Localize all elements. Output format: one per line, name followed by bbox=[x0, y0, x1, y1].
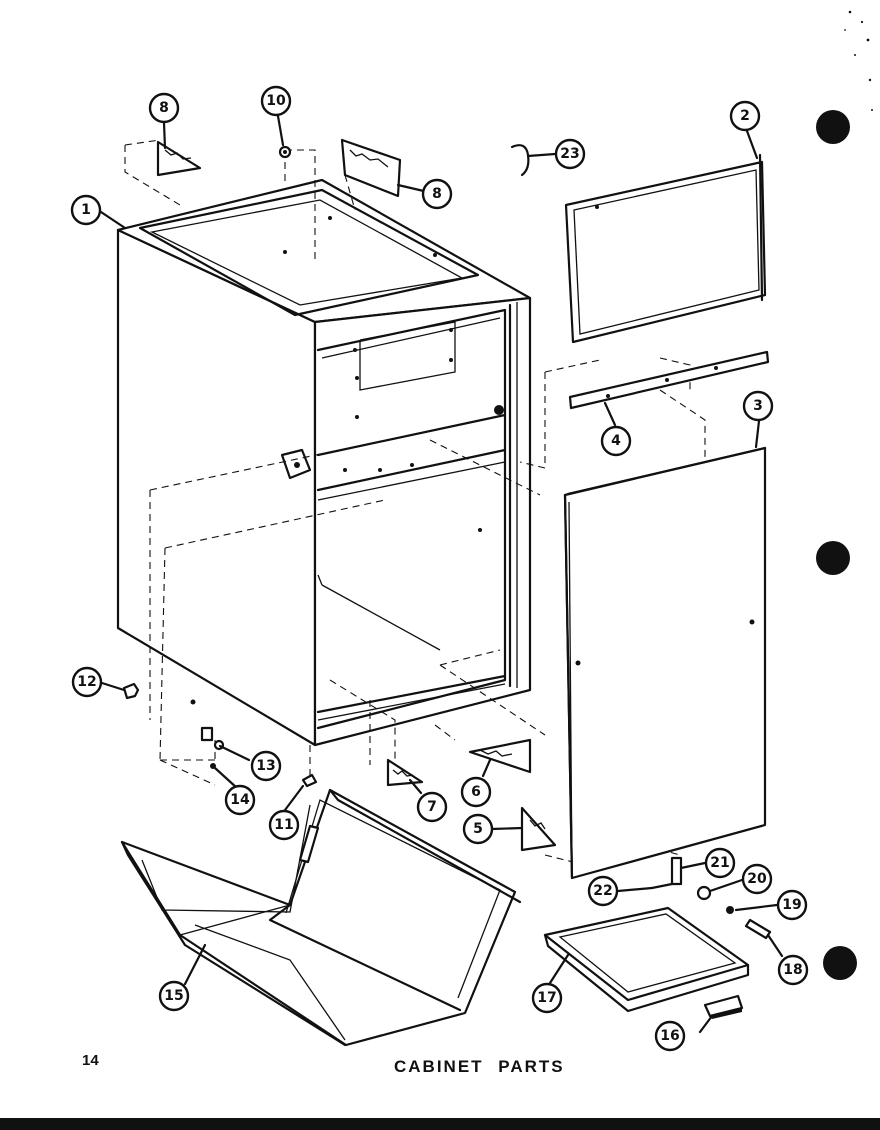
callout-5: 5 bbox=[462, 813, 494, 845]
svg-text:2: 2 bbox=[740, 108, 750, 124]
top-access-panel bbox=[564, 153, 767, 344]
svg-text:21: 21 bbox=[710, 855, 729, 871]
svg-text:14: 14 bbox=[230, 792, 250, 808]
callout-22: 22 bbox=[587, 875, 619, 907]
callout-23: 23 bbox=[554, 138, 586, 170]
svg-text:18: 18 bbox=[783, 962, 802, 978]
center-rail bbox=[568, 350, 770, 410]
bracket-top-left bbox=[156, 140, 202, 177]
page-number: 14 bbox=[82, 1052, 99, 1069]
svg-text:19: 19 bbox=[782, 897, 801, 913]
bracket-7 bbox=[386, 758, 424, 787]
svg-text:3: 3 bbox=[753, 398, 763, 414]
callout-18: 18 bbox=[777, 954, 809, 986]
callout-11: 11 bbox=[268, 809, 300, 841]
svg-text:6: 6 bbox=[471, 784, 481, 800]
svg-text:17: 17 bbox=[537, 990, 556, 1006]
svg-text:7: 7 bbox=[427, 799, 437, 815]
callout-12: 12 bbox=[71, 666, 103, 698]
small-hardware bbox=[122, 682, 318, 788]
svg-text:15: 15 bbox=[164, 988, 183, 1004]
svg-text:5: 5 bbox=[473, 821, 483, 837]
svg-text:10: 10 bbox=[266, 93, 286, 109]
callout-8-top: 8 bbox=[421, 178, 453, 210]
binder-holes bbox=[816, 110, 857, 980]
callout-17: 17 bbox=[531, 982, 563, 1014]
callout-6: 6 bbox=[460, 776, 492, 808]
bracket-16 bbox=[703, 994, 744, 1019]
clip-23 bbox=[510, 144, 530, 177]
filter bbox=[543, 906, 750, 1013]
svg-text:23: 23 bbox=[560, 146, 579, 162]
callout-19: 19 bbox=[776, 889, 808, 921]
callout-8-top-left: 8 bbox=[148, 92, 180, 124]
latch-hardware bbox=[650, 856, 772, 940]
svg-text:13: 13 bbox=[256, 758, 275, 774]
svg-text:8: 8 bbox=[432, 186, 442, 202]
callouts: 1 2 3 4 5 6 7 8 8 10 11 12 13 14 15 16 1… bbox=[70, 85, 809, 1052]
svg-text:8: 8 bbox=[159, 100, 169, 116]
figure-caption: CABINET PARTS bbox=[394, 1057, 565, 1076]
svg-text:1: 1 bbox=[81, 202, 91, 218]
svg-text:11: 11 bbox=[274, 817, 293, 833]
svg-text:16: 16 bbox=[660, 1028, 679, 1044]
assembly-lines bbox=[124, 139, 706, 866]
callout-7: 7 bbox=[416, 791, 448, 823]
grommet-10 bbox=[278, 145, 292, 159]
svg-text:4: 4 bbox=[611, 433, 621, 449]
callout-20: 20 bbox=[741, 863, 773, 895]
base-frame bbox=[120, 788, 522, 1047]
bracket-5 bbox=[520, 806, 557, 852]
callout-1: 1 bbox=[70, 194, 102, 226]
callout-3: 3 bbox=[742, 390, 774, 422]
callout-10: 10 bbox=[260, 85, 292, 117]
callout-4: 4 bbox=[600, 425, 632, 457]
callout-15: 15 bbox=[158, 980, 190, 1012]
callout-16: 16 bbox=[654, 1020, 686, 1052]
callout-14: 14 bbox=[224, 784, 256, 816]
svg-text:22: 22 bbox=[593, 883, 612, 899]
bracket-8 bbox=[340, 138, 402, 198]
cabinet-body bbox=[116, 178, 532, 747]
lower-door-panel bbox=[563, 446, 767, 880]
callout-21: 21 bbox=[704, 847, 736, 879]
svg-text:12: 12 bbox=[77, 674, 96, 690]
bracket-6 bbox=[468, 738, 532, 774]
callout-13: 13 bbox=[250, 750, 282, 782]
svg-text:20: 20 bbox=[747, 871, 767, 887]
callout-2: 2 bbox=[729, 100, 761, 132]
scan-speckle bbox=[0, 10, 880, 1130]
